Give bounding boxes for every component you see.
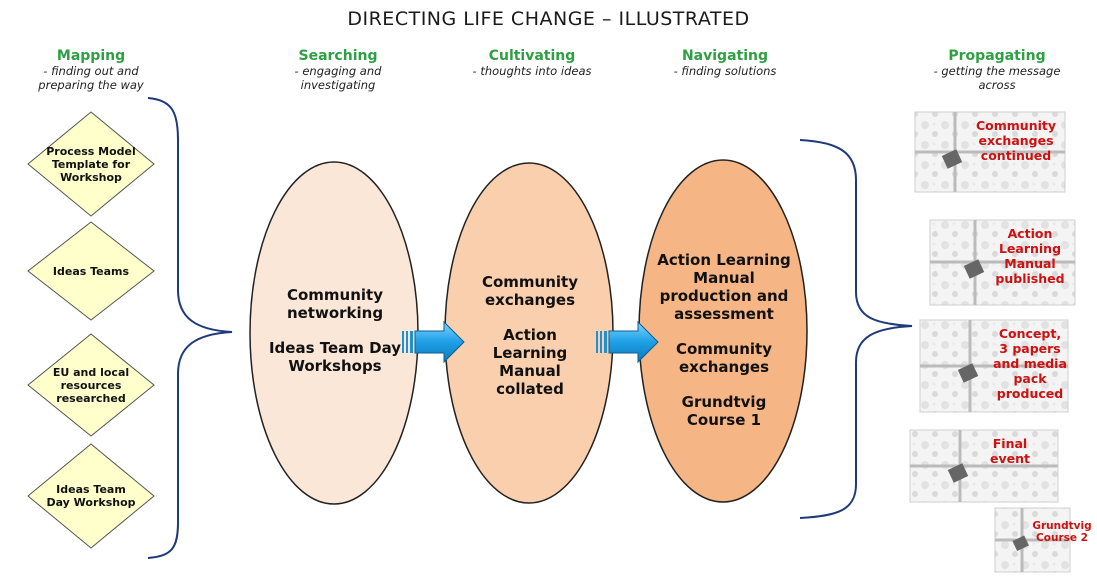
ellipse-line: Community exchanges xyxy=(675,340,773,376)
mapping-item-label: Ideas Teams xyxy=(52,264,130,278)
propagating-label: Community exchanges continued xyxy=(975,118,1057,163)
propagating-label: Action Learning Manual published xyxy=(995,226,1065,286)
phase-subtitle: - finding solutions xyxy=(673,64,777,78)
ellipse-line: Ideas Team Day Workshops xyxy=(268,338,402,375)
phase-subtitle: - finding out and preparing the way xyxy=(38,64,144,92)
ellipse-line: Community networking xyxy=(286,285,384,322)
mapping-item-label: EU and local resources researched xyxy=(52,365,130,405)
phase-subtitle: - engaging and investigating xyxy=(294,64,382,92)
arrow-right-icon xyxy=(402,320,465,364)
ellipse-line: Community exchanges xyxy=(481,272,579,309)
gift-box-icon xyxy=(919,319,1069,413)
propagating-label: Concept, 3 papers and media pack produce… xyxy=(993,326,1067,401)
page-title: DIRECTING LIFE CHANGE – ILLUSTRATED xyxy=(347,8,750,30)
mapping-diamond-3 xyxy=(27,333,155,437)
phase-propagating: Propagating - getting the message across xyxy=(912,48,1082,92)
ellipse-line: Action Learning Manual collated xyxy=(492,325,568,398)
phase-subtitle: - thoughts into ideas xyxy=(472,64,592,78)
gift-box-icon xyxy=(994,507,1071,573)
propagating-label: Final event xyxy=(990,436,1030,466)
phase-title: Mapping xyxy=(56,48,126,64)
phase-cultivating: Cultivating - thoughts into ideas xyxy=(447,48,617,78)
phase-subtitle: - getting the message across xyxy=(933,64,1061,92)
phase-title: Navigating xyxy=(681,48,769,64)
mapping-item-label: Process Model Template for Workshop xyxy=(46,144,136,184)
gift-box-icon xyxy=(929,219,1076,306)
phase-title: Cultivating xyxy=(488,48,576,64)
mapping-diamond-2 xyxy=(27,221,155,321)
mapping-diamond-4 xyxy=(27,443,155,549)
gift-box-icon xyxy=(909,429,1059,503)
mapping-diamond-1 xyxy=(27,111,155,217)
gift-box-icon xyxy=(914,111,1066,193)
right-brace xyxy=(799,139,913,519)
ellipse-searching-text: Community networking Ideas Team Day Work… xyxy=(262,250,408,410)
phase-searching: Searching - engaging and investigating xyxy=(253,48,423,92)
mapping-item-label: Ideas Team Day Workshop xyxy=(46,483,136,509)
propagating-label: Grundtvig Course 2 xyxy=(1032,520,1092,544)
phase-navigating: Navigating - finding solutions xyxy=(640,48,810,78)
ellipse-cultivating-text: Community exchanges Action Learning Manu… xyxy=(457,240,603,430)
arrow-right-icon xyxy=(596,320,659,364)
left-brace xyxy=(147,97,233,559)
ellipse-line: Action Learning Manual production and as… xyxy=(657,251,791,323)
phase-title: Searching xyxy=(298,48,378,64)
phase-title: Propagating xyxy=(948,48,1046,64)
ellipse-line: Grundtvig Course 1 xyxy=(681,393,767,429)
phase-mapping: Mapping - finding out and preparing the … xyxy=(6,48,176,92)
ellipse-navigating-text: Action Learning Manual production and as… xyxy=(643,230,805,450)
